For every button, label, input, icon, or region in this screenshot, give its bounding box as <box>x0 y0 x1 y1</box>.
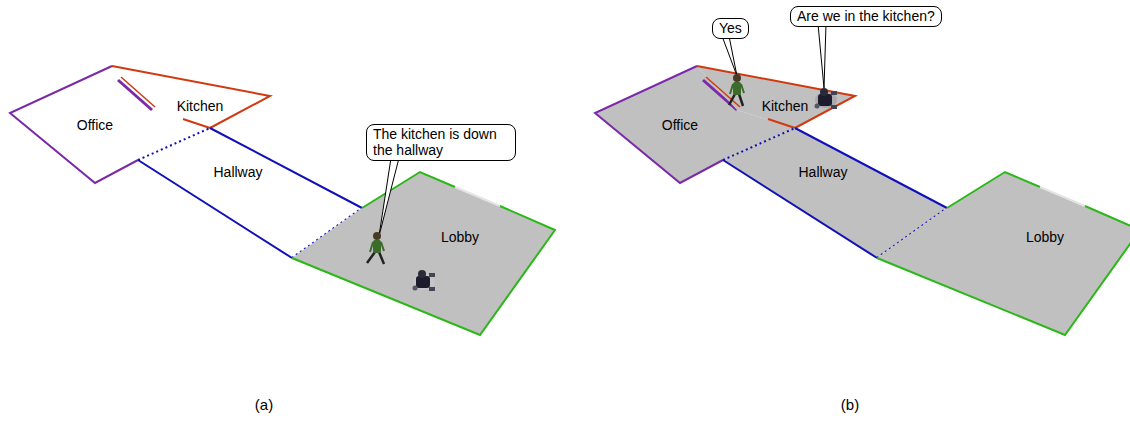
room-name: Office <box>662 117 698 133</box>
region-wall <box>183 119 210 128</box>
person-figure <box>367 232 384 264</box>
region-wall <box>723 128 795 160</box>
office-region: Office <box>6 62 214 187</box>
region-wall <box>877 206 1130 335</box>
region-fill <box>877 172 1130 335</box>
region-wall <box>121 77 155 107</box>
kitchen-region: Kitchen <box>108 62 274 132</box>
region-wall <box>292 206 555 335</box>
speech-text: The kitchen is down the hallway <box>373 126 509 158</box>
region-outline <box>873 168 1130 339</box>
speech-bubble: The kitchen is down the hallway <box>366 124 516 161</box>
region-wall <box>112 66 270 128</box>
robot-wheelchair <box>815 88 838 109</box>
region-wall <box>10 66 138 183</box>
region-outline <box>288 168 559 339</box>
region-wall <box>118 80 152 110</box>
lobby-region: Lobby <box>873 168 1130 339</box>
person-figure <box>729 74 744 106</box>
region-wall <box>1040 187 1085 206</box>
room-name: Kitchen <box>177 98 224 114</box>
region-wall <box>706 77 740 107</box>
speech-bubble: Yes <box>712 18 749 39</box>
room-name: Office <box>77 117 113 133</box>
region-wall <box>455 187 500 206</box>
region-fill <box>10 66 210 183</box>
region-wall <box>138 128 210 160</box>
room-name: Lobby <box>441 229 479 245</box>
region-fill <box>697 66 855 128</box>
speech-leader <box>722 36 737 76</box>
region-wall <box>723 160 877 258</box>
panel-label-holder: (b) <box>841 396 859 413</box>
speech-leader <box>818 24 826 88</box>
panel-label: (a) <box>255 396 273 413</box>
speech-text: Yes <box>719 20 742 36</box>
region-wall <box>362 172 455 208</box>
speech-bubble: Are we in the kitchen? <box>790 6 942 27</box>
region-wall <box>768 119 795 128</box>
region-wall <box>795 128 947 208</box>
region-fill <box>112 66 270 128</box>
speech-leader <box>379 158 399 236</box>
region-wall <box>210 128 362 208</box>
room-name: Hallway <box>798 164 847 180</box>
region-fill <box>292 172 555 335</box>
region-wall <box>697 66 855 128</box>
room-name: Kitchen <box>762 98 809 114</box>
panel-label-holder: (a) <box>255 396 273 413</box>
speech-text: Are we in the kitchen? <box>797 8 935 24</box>
robot-wheelchair <box>413 270 436 291</box>
panel-label: (b) <box>841 396 859 413</box>
room-name: Hallway <box>213 164 262 180</box>
lobby-region: Lobby <box>288 168 559 339</box>
region-wall <box>138 160 292 258</box>
region-wall <box>595 66 723 183</box>
region-outline <box>108 62 274 132</box>
room-name: Lobby <box>1026 229 1064 245</box>
region-wall <box>947 172 1040 208</box>
